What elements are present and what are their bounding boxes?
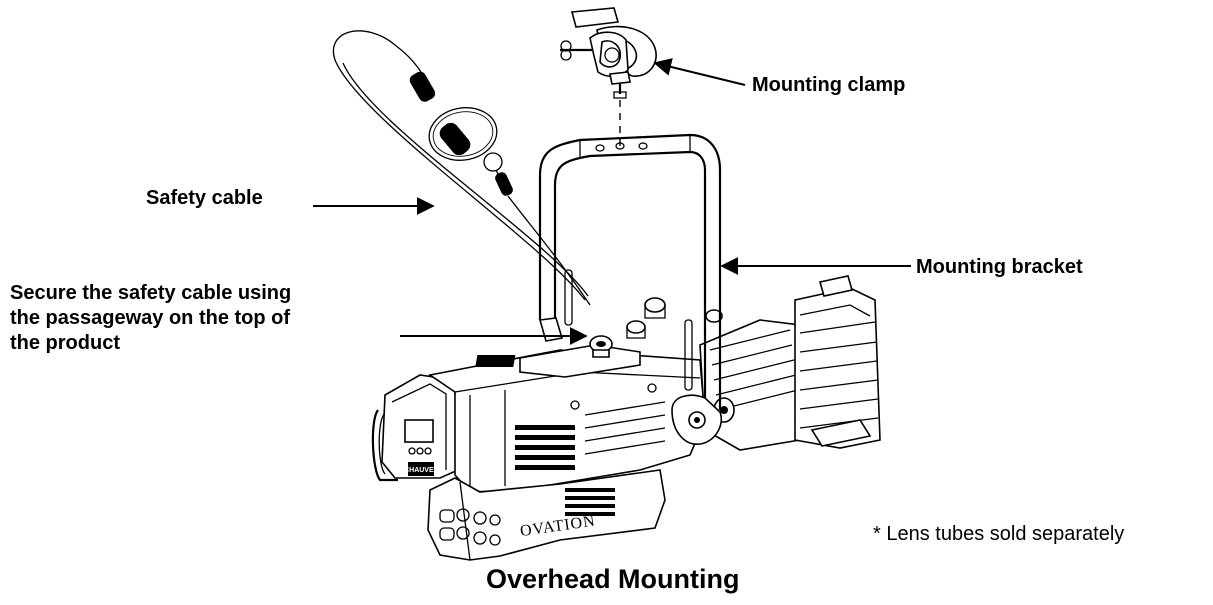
clamp-arrow [653,58,746,86]
mounting-clamp-label: Mounting clamp [752,74,906,96]
safety-cable-label: Safety cable [146,187,263,209]
lens-tubes-note: * Lens tubes sold separately [873,523,1125,545]
secure-instruction-line-1: Secure the safety cable using [10,282,292,304]
mounting-bracket-label: Mounting bracket [916,256,1083,278]
secure-cable-instruction: Secure the safety cable using the passag… [10,281,291,356]
mounting-clamp-drawing [560,7,657,99]
secure-instruction-line-2: the passageway on the top of [10,307,291,329]
fixture-body-drawing: CHAUVET [371,275,881,561]
safety-cable-drawing [332,30,591,306]
callout-lines [313,58,911,345]
figure-caption: Overhead Mounting [486,564,740,594]
secure-instruction-line-3: the product [10,332,120,354]
display-marking: CHAUVET [404,467,439,474]
mounting-bracket-drawing [538,133,722,445]
